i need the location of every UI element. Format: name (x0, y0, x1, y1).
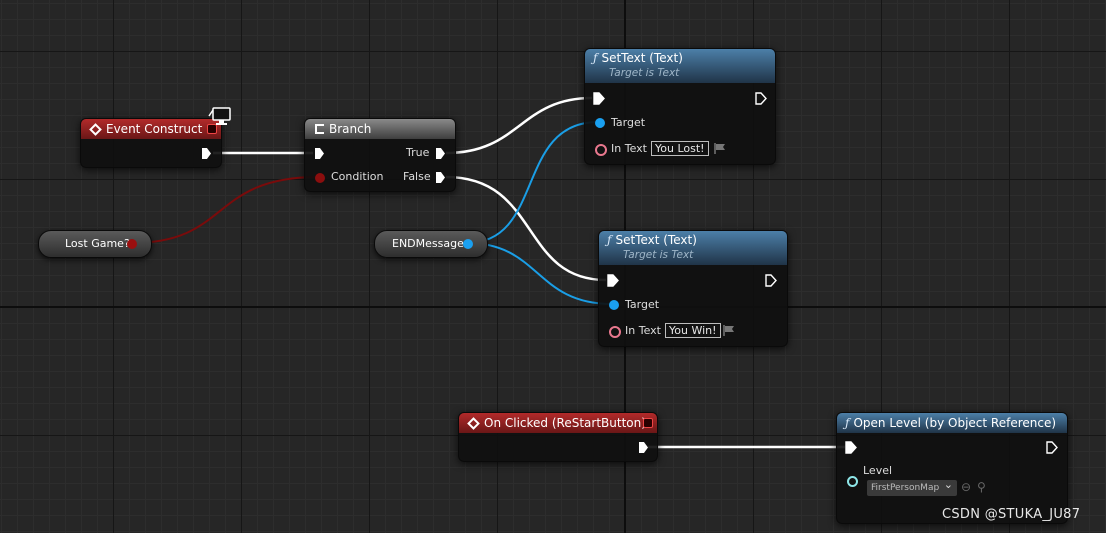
settext-lost-exec-in-pin[interactable] (593, 92, 605, 105)
settext-win-title: SetText (Text) (615, 233, 697, 247)
endmessage-label: ENDMessage (392, 237, 464, 250)
watermark: CSDN @STUKA_JU87 (942, 507, 1081, 522)
lost-game-variable[interactable]: Lost Game? (38, 230, 152, 258)
on-clicked-title: On Clicked (ReStartButton) (484, 416, 646, 430)
function-icon: ƒ (607, 233, 612, 247)
exec-out-pin[interactable] (202, 148, 211, 159)
endmessage-variable[interactable]: ENDMessage (374, 230, 488, 258)
bool-wire-lostgame-condition (131, 176, 319, 244)
settext-lost-title: SetText (Text) (601, 51, 683, 65)
on-clicked-header[interactable]: On Clicked (ReStartButton) (459, 413, 657, 433)
branch-exec-in-pin[interactable] (315, 148, 324, 159)
settext-lost-text-input[interactable]: You Lost! (651, 141, 709, 156)
settext-win-text-input[interactable]: You Win! (665, 323, 721, 338)
on-clicked-node[interactable]: On Clicked (ReStartButton) (458, 412, 658, 462)
level-select-value: FirstPersonMap (871, 483, 940, 493)
object-wire-endmessage-target2 (466, 242, 613, 305)
lost-game-output-pin[interactable] (127, 239, 137, 249)
settext-lost-intext-label: In Text (611, 142, 647, 155)
branch-false-label: False (403, 170, 431, 183)
branch-node[interactable]: Branch True Condition False (304, 118, 456, 192)
open-level-exec-out-pin[interactable] (1046, 441, 1058, 454)
settext-win-exec-out-pin[interactable] (765, 274, 777, 287)
branch-true-pin[interactable] (436, 148, 445, 159)
settext-win-exec-in-pin[interactable] (607, 274, 619, 287)
open-level-exec-in-pin[interactable] (845, 441, 857, 454)
browse-back-icon[interactable]: ⊖ (961, 480, 972, 494)
event-construct-title: Event Construct (106, 122, 203, 136)
branch-icon (315, 124, 324, 134)
branch-condition-pin[interactable] (315, 173, 325, 183)
event-diamond-icon (467, 417, 480, 430)
function-icon: ƒ (593, 51, 598, 65)
lost-game-label: Lost Game? (65, 237, 130, 250)
open-level-title: Open Level (by Object Reference) (853, 416, 1057, 430)
monitor-icon (208, 107, 231, 125)
object-wire-endmessage-target1 (466, 121, 599, 244)
settext-lost-target-pin[interactable] (595, 118, 605, 128)
exec-wire-true-settext (445, 96, 593, 155)
on-clicked-delegate-pin[interactable] (643, 418, 653, 428)
settext-win-subtitle: Target is Text (623, 249, 694, 261)
level-select[interactable]: FirstPersonMap ⌄ (867, 478, 957, 496)
settext-lost-subtitle: Target is Text (609, 67, 680, 79)
function-icon: ƒ (845, 416, 850, 430)
localization-flag-icon[interactable] (714, 143, 726, 154)
settext-lost-intext-pin[interactable] (595, 144, 607, 156)
settext-lost-exec-out-pin[interactable] (755, 92, 767, 105)
event-diamond-icon (89, 123, 102, 136)
chevron-down-icon: ⌄ (943, 478, 953, 491)
branch-false-pin[interactable] (436, 172, 445, 183)
settext-win-intext-pin[interactable] (609, 326, 621, 338)
event-construct-node[interactable]: Event Construct (80, 118, 222, 168)
settext-win-target-pin[interactable] (609, 300, 619, 310)
settext-win-target-label: Target (625, 298, 660, 311)
event-delegate-pin[interactable] (207, 124, 217, 134)
endmessage-output-pin[interactable] (463, 239, 473, 249)
open-level-level-label: Level (863, 464, 893, 477)
search-icon[interactable]: ⚲ (977, 480, 986, 494)
branch-header[interactable]: Branch (305, 119, 455, 139)
grid-axis-horizontal (0, 306, 1106, 308)
on-clicked-exec-out-pin[interactable] (639, 442, 648, 453)
open-level-level-pin[interactable] (847, 476, 858, 487)
branch-title: Branch (329, 122, 372, 136)
branch-true-label: True (406, 146, 430, 159)
branch-condition-label: Condition (331, 170, 384, 183)
event-construct-header[interactable]: Event Construct (81, 119, 221, 139)
localization-flag-icon[interactable] (723, 325, 735, 336)
settext-win-intext-label: In Text (625, 324, 661, 337)
settext-lost-target-label: Target (611, 116, 646, 129)
exec-wire-false-settext (445, 175, 607, 282)
